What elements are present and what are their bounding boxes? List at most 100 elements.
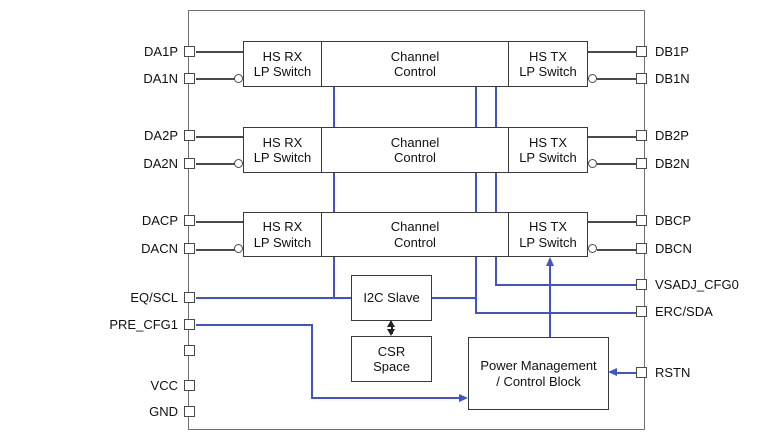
- block-label: LP Switch: [519, 64, 577, 79]
- i2c-sda-link-wire: [431, 297, 476, 299]
- block-label: / Control Block: [496, 373, 581, 389]
- block-label: LP Switch: [253, 234, 312, 250]
- pin-db1p: [636, 46, 647, 57]
- block-label: Channel: [390, 134, 440, 150]
- hs-rx-block-ch1: HS RX LP Switch: [243, 41, 322, 87]
- pin-vcc: [184, 380, 195, 391]
- inverter-bubble-icon: [234, 74, 243, 83]
- pin-label-vsadj-cfg0: VSADJ_CFG0: [655, 277, 739, 292]
- rstn-wire: [616, 372, 636, 374]
- pin-dacp: [184, 215, 195, 226]
- pin-da1n: [184, 73, 195, 84]
- pin-dacn: [184, 243, 195, 254]
- pin-da2n: [184, 158, 195, 169]
- pin-eq-scl: [184, 292, 195, 303]
- pin-da1p: [184, 46, 195, 57]
- pre-cfg1-wire-v: [311, 324, 313, 398]
- vsadj-cfg0-wire: [495, 284, 636, 286]
- wire-dacp: [196, 221, 243, 223]
- wire-db2n: [597, 163, 636, 165]
- pin-label-dacn: DACN: [141, 241, 178, 256]
- i2c-csr-arrowhead-up-icon: [387, 320, 395, 327]
- block-label: HS RX: [262, 219, 303, 234]
- hs-tx-block-ch2: HS TX LP Switch: [508, 127, 588, 173]
- block-label: Control: [394, 64, 436, 79]
- channel-control-block-ch1: Channel Control: [321, 41, 509, 87]
- block-label: Channel: [390, 48, 440, 64]
- i2c-csr-arrowhead-down-icon: [387, 329, 395, 336]
- pin-label-da1n: DA1N: [143, 71, 178, 86]
- pin-pre-cfg1: [184, 319, 195, 330]
- pin-label-rstn: RSTN: [655, 365, 691, 380]
- pin-label-eq-scl: EQ/SCL: [130, 290, 178, 305]
- pin-label-da2n: DA2N: [143, 156, 178, 171]
- block-label: Space: [373, 359, 410, 374]
- pin-label-gnd: GND: [149, 404, 178, 419]
- pin-unlabeled: [184, 345, 195, 356]
- pin-erc-sda: [636, 306, 647, 317]
- wire-db2p: [588, 136, 636, 138]
- pin-label-db1p: DB1P: [655, 44, 689, 59]
- block-label: HS RX: [262, 134, 303, 150]
- rstn-arrowhead-icon: [608, 368, 617, 376]
- block-label: HS RX: [262, 48, 303, 64]
- wire-da1p: [196, 51, 243, 53]
- eq-bus-wire: [333, 87, 335, 298]
- inverter-bubble-icon: [588, 244, 597, 253]
- block-label: Channel: [390, 219, 440, 234]
- block-label: HS TX: [528, 219, 568, 234]
- block-label: I2C Slave: [363, 290, 420, 306]
- csr-space-block: CSR Space: [351, 336, 432, 382]
- block-label: Power Management: [480, 358, 597, 373]
- pin-label-db2p: DB2P: [655, 128, 689, 143]
- hs-tx-block-ch1: HS TX LP Switch: [508, 41, 588, 87]
- wire-db1p: [588, 51, 636, 53]
- block-label: CSR: [377, 343, 406, 359]
- wire-da2n: [196, 163, 235, 165]
- pin-label-da2p: DA2P: [144, 128, 178, 143]
- vsadj-bus-wire: [495, 87, 497, 285]
- inverter-bubble-icon: [234, 159, 243, 168]
- pin-label-pre-cfg1: PRE_CFG1: [109, 317, 178, 332]
- erc-sda-wire: [475, 312, 636, 314]
- pin-label-dbcn: DBCN: [655, 241, 692, 256]
- block-label: LP Switch: [519, 150, 577, 165]
- hs-tx-block-chc: HS TX LP Switch: [508, 212, 588, 257]
- channel-control-block-chc: Channel Control: [321, 212, 509, 257]
- wire-dbcn: [597, 249, 636, 251]
- pin-da2p: [184, 130, 195, 141]
- pre-cfg1-arrowhead-icon: [459, 393, 468, 402]
- block-label: LP Switch: [253, 150, 312, 165]
- block-label: Control: [394, 234, 436, 250]
- pin-db2p: [636, 130, 647, 141]
- pin-label-db1n: DB1N: [655, 71, 690, 86]
- pin-rstn: [636, 367, 647, 378]
- pin-label-dacp: DACP: [141, 213, 178, 228]
- inverter-bubble-icon: [588, 159, 597, 168]
- wire-da2p: [196, 136, 243, 138]
- pin-db2n: [636, 158, 647, 169]
- block-label: LP Switch: [253, 64, 312, 79]
- pin-label-dbcp: DBCP: [655, 213, 692, 228]
- block-label: HS TX: [528, 48, 568, 64]
- pin-label-db2n: DB2N: [655, 156, 690, 171]
- block-label: HS TX: [528, 134, 568, 150]
- channel-control-block-ch2: Channel Control: [321, 127, 509, 173]
- i2c-slave-block: I2C Slave: [351, 275, 432, 321]
- wire-db1n: [597, 78, 636, 80]
- wire-da1n: [196, 78, 235, 80]
- pin-dbcn: [636, 243, 647, 254]
- pin-vsadj-cfg0: [636, 279, 647, 290]
- inverter-bubble-icon: [234, 244, 243, 253]
- pin-label-vcc: VCC: [150, 378, 178, 393]
- pin-label-da1p: DA1P: [144, 44, 178, 59]
- pre-cfg1-wire-h1: [196, 324, 312, 326]
- pin-dbcp: [636, 215, 647, 226]
- pin-label-erc-sda: ERC/SDA: [655, 304, 713, 319]
- sda-bus-wire: [475, 87, 477, 313]
- pm-to-tx-wire: [549, 264, 551, 337]
- block-label: Control: [394, 150, 436, 165]
- block-label: LP Switch: [519, 234, 577, 250]
- inverter-bubble-icon: [588, 74, 597, 83]
